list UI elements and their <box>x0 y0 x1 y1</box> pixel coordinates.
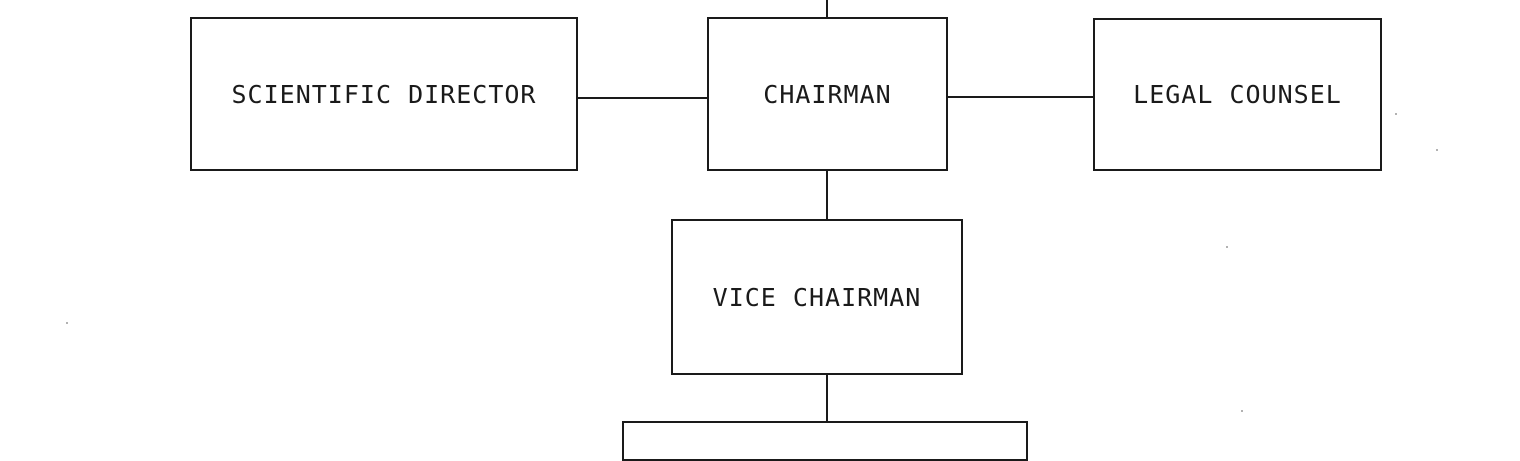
scan-speck <box>1436 149 1438 151</box>
connector-scientific-director-to-chairman <box>576 97 709 99</box>
legal-counsel-box: LEGAL COUNSEL <box>1093 18 1382 171</box>
vice-chairman-label: VICE CHAIRMAN <box>712 282 922 312</box>
scientific-director-box: SCIENTIFIC DIRECTOR <box>190 17 578 171</box>
connector-vice-chairman-to-below <box>826 373 828 423</box>
connector-chairman-to-vice-chairman <box>826 169 828 221</box>
chairman-box: CHAIRMAN <box>707 17 948 171</box>
connector-chairman-to-legal-counsel <box>946 96 1095 98</box>
connector-top-to-chairman <box>826 0 828 18</box>
scan-speck <box>66 322 68 324</box>
scan-speck <box>1241 410 1243 412</box>
scan-speck <box>1395 113 1397 115</box>
org-chart: SCIENTIFIC DIRECTOR CHAIRMAN LEGAL COUNS… <box>66 0 1438 461</box>
vice-chairman-box: VICE CHAIRMAN <box>671 219 963 375</box>
scan-speck <box>1226 246 1228 248</box>
legal-counsel-label: LEGAL COUNSEL <box>1133 80 1342 109</box>
subordinate-box-cropped <box>622 421 1028 461</box>
chairman-label: CHAIRMAN <box>763 79 892 109</box>
scientific-director-label: SCIENTIFIC DIRECTOR <box>231 79 537 109</box>
